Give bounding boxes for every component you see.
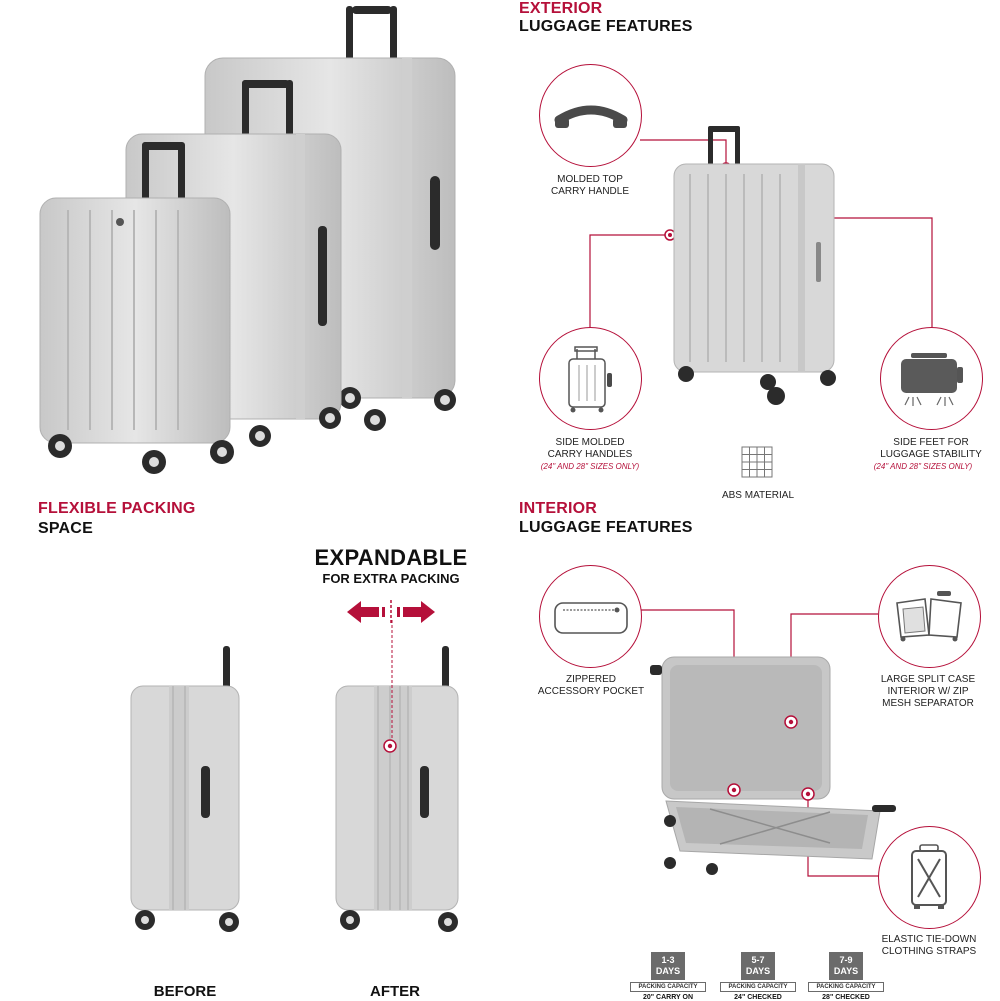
exterior-suitcase-image	[673, 126, 836, 405]
split-case-icon	[878, 565, 981, 668]
interior-open-suitcase-image	[650, 656, 896, 875]
exterior-feature-4-note: (24" AND 28" SIZES ONLY)	[873, 462, 973, 471]
exterior-feature-2-note: (24" AND 28" SIZES ONLY)	[540, 462, 640, 471]
expand-guide-line	[391, 620, 393, 740]
capacity-size-28: 28" CHECKED	[822, 994, 870, 1001]
expandable-heading: EXPANDABLE	[314, 545, 468, 570]
capacity-size-20: 20" CARRY ON	[643, 994, 693, 1001]
flexible-title: SPACE	[38, 520, 93, 537]
capacity-tag-20: PACKING CAPACITY	[630, 982, 706, 992]
exterior-title: LUGGAGE FEATURES	[519, 18, 693, 35]
exterior-title-red: EXTERIOR	[519, 0, 603, 17]
grid-icon	[741, 446, 773, 478]
exterior-feature-3-label: ABS MATERIAL	[721, 490, 795, 501]
after-label: AFTER	[370, 983, 420, 1000]
before-suitcase-image	[130, 646, 240, 932]
straps-icon	[878, 826, 981, 929]
after-suitcase-image	[335, 646, 459, 932]
interior-title: LUGGAGE FEATURES	[519, 519, 693, 536]
exterior-connector-lines	[589, 139, 933, 330]
side-feet-icon	[880, 327, 983, 430]
capacity-tag-24: PACKING CAPACITY	[720, 982, 796, 992]
expand-arrows-icon	[347, 600, 435, 624]
expandable-subheading: FOR EXTRA PACKING	[322, 571, 460, 586]
luggage-set-image	[39, 6, 456, 474]
capacity-size-24: 24" CHECKED	[734, 994, 782, 1001]
top-handle-icon	[539, 64, 642, 167]
flexible-title-red: FLEXIBLE PACKING	[38, 500, 196, 517]
side-handle-icon	[539, 327, 642, 430]
interior-title-red: INTERIOR	[519, 500, 598, 517]
capacity-tag-28: PACKING CAPACITY	[808, 982, 884, 992]
pocket-icon	[539, 565, 642, 668]
before-label: BEFORE	[153, 983, 217, 1000]
